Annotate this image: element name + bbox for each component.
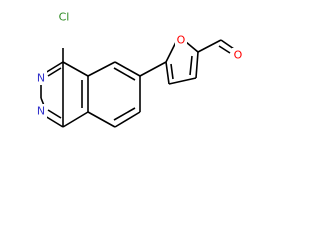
- aldehyde-oxygen-atom-label: O: [234, 49, 243, 62]
- bond-c7-c8-inner: [113, 107, 136, 121]
- bond-layer: [40, 39, 235, 128]
- bond-cho-o: [220, 39, 235, 50]
- bond-furan-c4-c5: [165, 61, 170, 85]
- bond-furan-c2-c3: [195, 51, 199, 79]
- bond-furan-o-c2: [185, 41, 199, 53]
- atom-label-layer: Cl N N O O: [35, 10, 244, 118]
- bond-c6-furan: [139, 61, 167, 77]
- bond-c4a-c5: [87, 61, 116, 77]
- bond-c7-c8: [114, 111, 141, 128]
- bond-c4-n3-inner: [47, 67, 62, 77]
- molecule-canvas: Cl N N O O: [35, 10, 244, 128]
- bond-furan-c2-c3-inner: [189, 55, 193, 76]
- furan-oxygen-atom-label: O: [177, 34, 186, 47]
- o-furan-label-background: [175, 33, 187, 47]
- o-aldehyde-label-background: [232, 48, 244, 62]
- cl-label-background: [55, 10, 73, 24]
- bond-furan-c4-c5-inner: [170, 63, 174, 80]
- bond-n1-c8a: [44, 115, 64, 128]
- bond-furan-cho: [197, 39, 222, 53]
- structure-diagram: Cl N N O O: [35, 10, 244, 128]
- n-bottom-label-background: [35, 104, 47, 118]
- nitrogen-atom-label-top: N: [37, 72, 45, 85]
- bond-c4-n3: [44, 61, 64, 74]
- bond-cho-o-inner: [218, 45, 231, 54]
- bond-c8a-n1-ring: [62, 111, 89, 128]
- nitrogen-atom-label-bottom: N: [37, 105, 45, 118]
- bond-c5-c6-inner: [113, 67, 136, 81]
- bond-c4-c4a: [62, 61, 89, 77]
- chlorine-atom-label: Cl: [59, 11, 70, 24]
- bond-n1-c8a-inner: [47, 109, 62, 119]
- bond-c5-c6: [114, 61, 141, 77]
- bond-furan-c5-o: [165, 41, 177, 63]
- bond-furan-c3-c4: [168, 77, 197, 85]
- n-top-label-background: [35, 71, 47, 85]
- bond-c8-c8a: [87, 111, 116, 128]
